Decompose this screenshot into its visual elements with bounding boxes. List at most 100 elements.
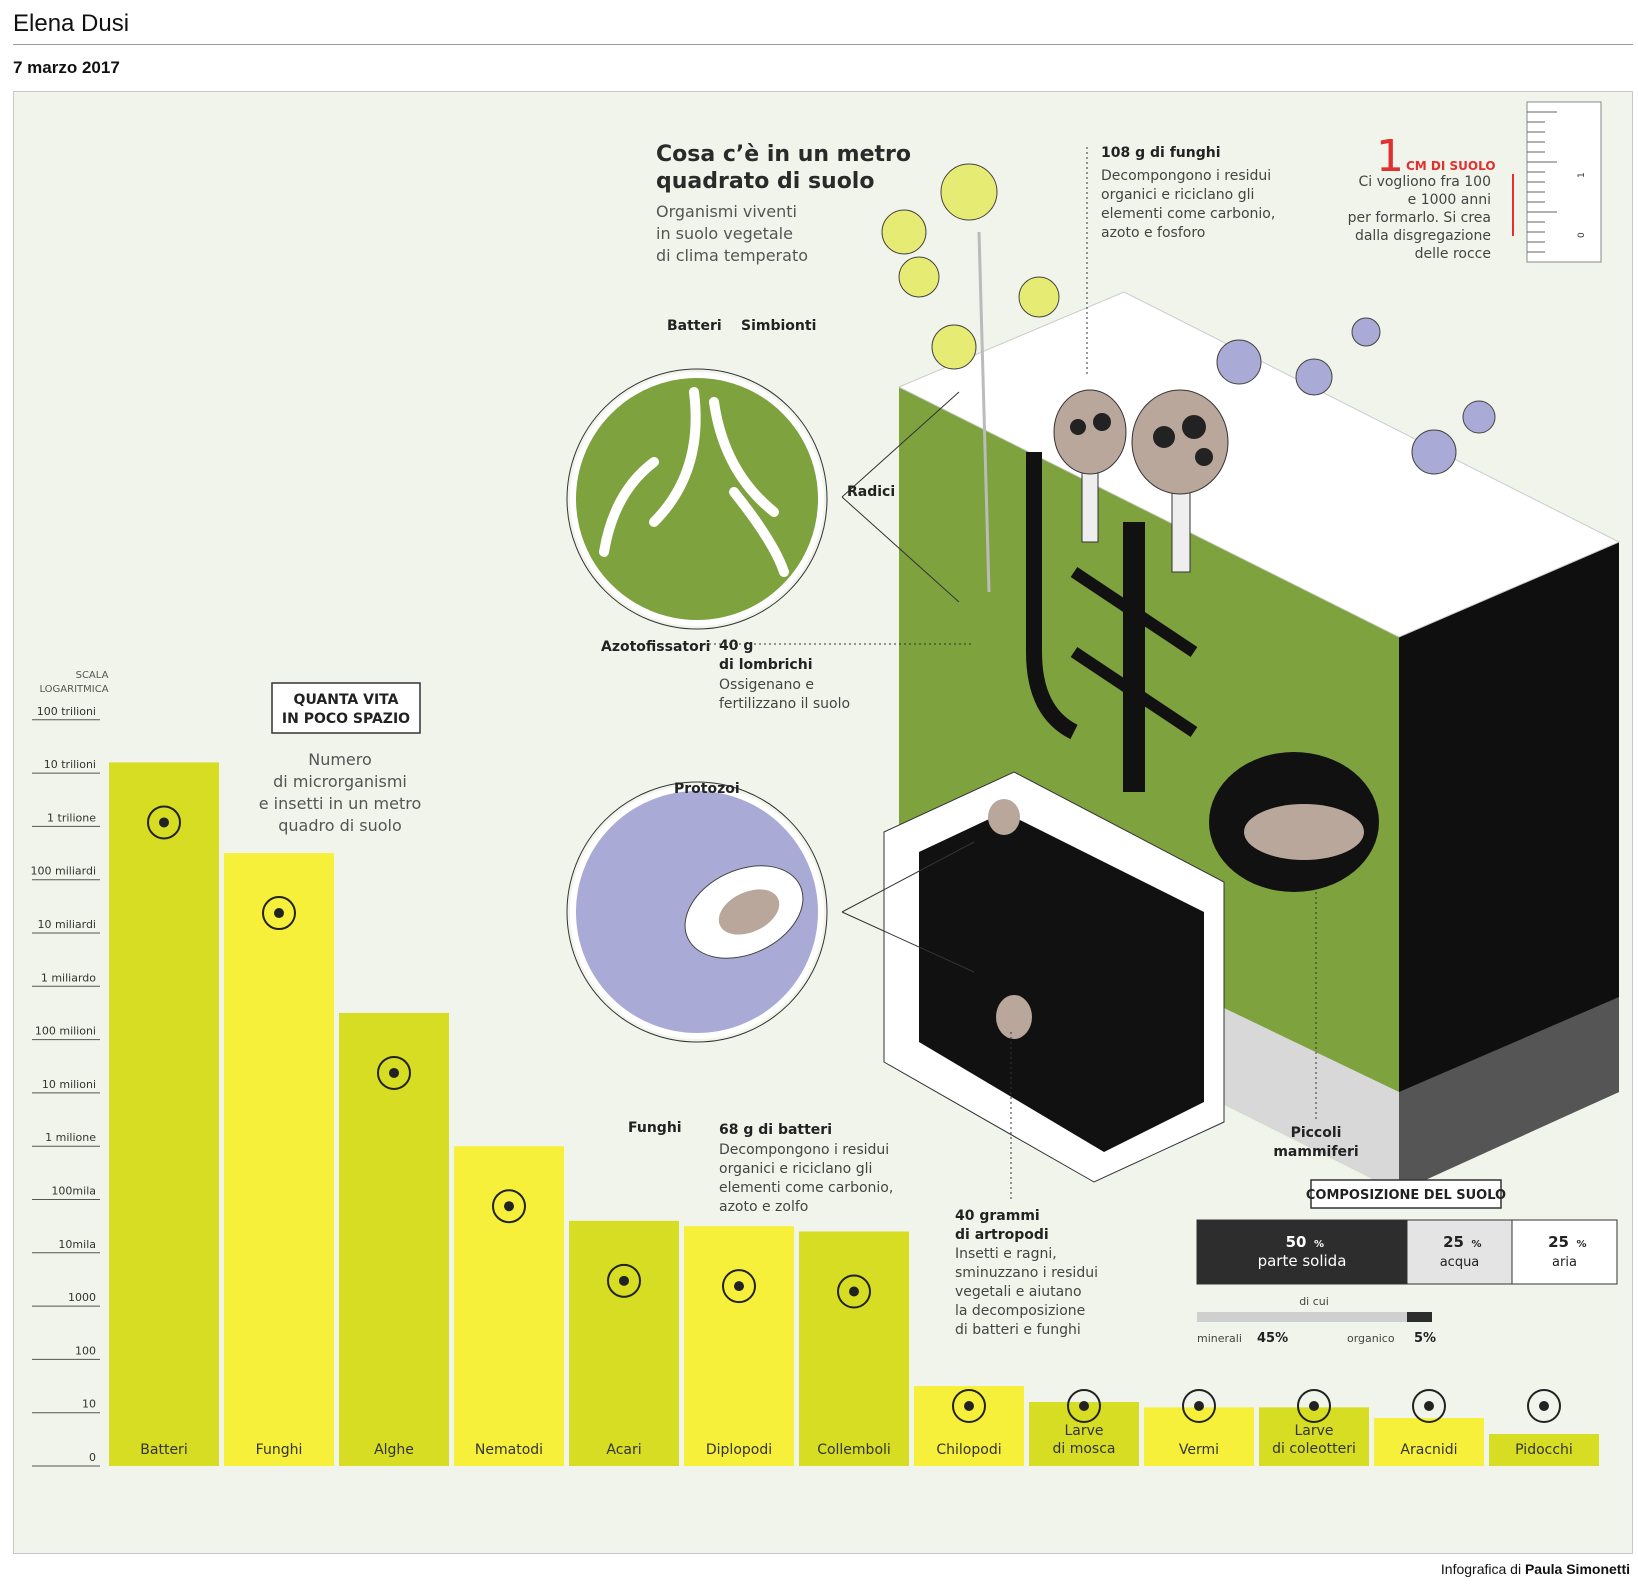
infographic-credit: Infografica di Paula Simonetti <box>1441 1561 1630 1577</box>
soil-block-illustration <box>881 163 1621 1192</box>
bar <box>684 1226 794 1466</box>
category-label: Alghe <box>374 1442 414 1458</box>
ruler-line: delle rocce <box>1415 246 1491 262</box>
mammiferi-line: Piccoli <box>1291 1125 1342 1141</box>
subtitle-line-2: in suolo vegetale <box>656 224 793 243</box>
organism-icon <box>274 908 284 919</box>
subtitle-line-1: Organismi viventi <box>656 202 797 221</box>
tunnel-branches <box>1070 567 1198 737</box>
di-cui-label: di cui <box>1299 1295 1329 1308</box>
y-tick-label: 100 miliardi <box>31 865 96 878</box>
artropodi-line: vegetali e aiutano <box>955 1284 1082 1300</box>
organism-icon <box>377 1055 411 1090</box>
bar <box>109 762 219 1466</box>
category-label: Diplopodi <box>706 1442 772 1458</box>
ruler-unit: CM DI SUOLO <box>1406 159 1496 173</box>
composition-title-box <box>1310 1179 1502 1209</box>
bar <box>224 853 334 1466</box>
organico-bar <box>1407 1312 1432 1322</box>
chart-subtitle-line-4: quadro di suolo <box>278 816 402 835</box>
organism-icon <box>1424 1401 1434 1411</box>
category-label: Acari <box>606 1442 641 1458</box>
composition-segment <box>1406 1219 1513 1285</box>
batteri-line: organici e riciclano gli <box>719 1161 872 1177</box>
header-divider <box>13 44 1633 45</box>
ruler-line: Ci vogliono fra 100 <box>1358 174 1491 190</box>
zoom-line <box>841 391 960 498</box>
blue-flowers <box>1216 317 1496 475</box>
bar <box>569 1220 679 1466</box>
credit-prefix: Infografica di <box>1440 1561 1525 1577</box>
organism-icon <box>607 1263 641 1298</box>
category-label: di mosca <box>1053 1441 1116 1457</box>
bar <box>914 1386 1024 1466</box>
composition-label: parte solida <box>1258 1252 1347 1270</box>
ruler-ticks <box>1527 111 1557 253</box>
zoom-line <box>841 911 975 973</box>
batteri-line: Decompongono i residui <box>719 1142 889 1158</box>
bar <box>339 1012 449 1466</box>
organism-icon <box>147 805 181 840</box>
organism-icon <box>159 817 169 828</box>
organico-label: organico <box>1347 1332 1395 1345</box>
y-tick-label: 10 trilioni <box>44 758 96 771</box>
bar <box>1029 1402 1139 1466</box>
artropodi-note: 40 grammi di artropodi Insetti e ragni, … <box>955 1032 1098 1338</box>
y-tick-label: 10 milioni <box>42 1078 96 1091</box>
beetle-2 <box>996 995 1032 1039</box>
composition-label: acqua <box>1440 1255 1480 1270</box>
organism-icon <box>1067 1389 1101 1423</box>
lombrichi-heading: 40 g <box>719 638 753 654</box>
category-label: Pidocchi <box>1515 1442 1573 1458</box>
mammiferi-line: mammiferi <box>1273 1144 1358 1160</box>
composition-value: 50 <box>1286 1233 1307 1251</box>
batteri-heading: 68 g di batteri <box>719 1122 832 1138</box>
arthropod-cutout-interior <box>919 812 1204 1152</box>
bar <box>799 1231 909 1466</box>
organism-icon <box>952 1389 986 1423</box>
y-tick-label: 10mila <box>58 1238 96 1251</box>
funghi-note: 108 g di funghi Decompongono i residui o… <box>1086 145 1275 377</box>
bar <box>1489 1434 1599 1466</box>
label-azotofissatori: Azotofissatori <box>601 639 710 655</box>
organism-icon <box>1412 1389 1446 1423</box>
main-title: Cosa c’è in un metro quadrato di suolo <box>656 142 911 194</box>
label-protozoi: Protozoi <box>674 781 740 797</box>
chart-title-line-1: QUANTA VITA <box>294 692 399 708</box>
y-tick-label: 0 <box>89 1451 96 1464</box>
organism-icon <box>1194 1401 1204 1411</box>
minerali-label: minerali <box>1197 1332 1242 1345</box>
composition-value: 25 <box>1443 1233 1464 1251</box>
ruler-line: e 1000 anni <box>1408 192 1491 208</box>
organism-icon <box>1309 1401 1319 1411</box>
batteri-line: azoto e zolfo <box>719 1199 808 1215</box>
title-line-1: Cosa c’è in un metro <box>656 142 911 167</box>
zoom-line <box>841 841 975 913</box>
artropodi-heading: di artropodi <box>955 1227 1049 1243</box>
mammiferi-label: Piccoli mammiferi <box>1273 892 1359 1160</box>
lombrichi-line: fertilizzano il suolo <box>719 696 850 712</box>
organism-icon <box>262 896 296 931</box>
chart-title-line-2: IN POCO SPAZIO <box>282 711 410 727</box>
label-simbionti: Simbionti <box>741 318 816 334</box>
composition-unit: % <box>1577 1239 1587 1250</box>
organism-icon <box>734 1281 744 1292</box>
category-label: Larve <box>1064 1423 1103 1439</box>
y-tick-label: 1 milione <box>45 1131 96 1144</box>
clover-plants <box>881 163 1060 593</box>
composition-segment <box>1196 1219 1408 1285</box>
scale-label-line-2: LOGARITMICA <box>39 684 108 695</box>
soil-layer-dark-stones <box>1399 997 1619 1192</box>
category-label: di coleotteri <box>1272 1441 1356 1457</box>
organism-icon <box>492 1189 526 1224</box>
minerali-value: 45% <box>1257 1331 1288 1346</box>
credit-author: Paula Simonetti <box>1524 1561 1630 1577</box>
ruler-tick-1: 1 <box>1577 172 1587 178</box>
publication-date: 7 marzo 2017 <box>13 58 120 77</box>
organism-icon <box>849 1286 859 1297</box>
category-label: Nematodi <box>475 1442 543 1458</box>
organism-icon <box>1182 1389 1216 1423</box>
artropodi-line: Insetti e ragni, <box>955 1246 1057 1262</box>
category-label: Larve <box>1294 1423 1333 1439</box>
